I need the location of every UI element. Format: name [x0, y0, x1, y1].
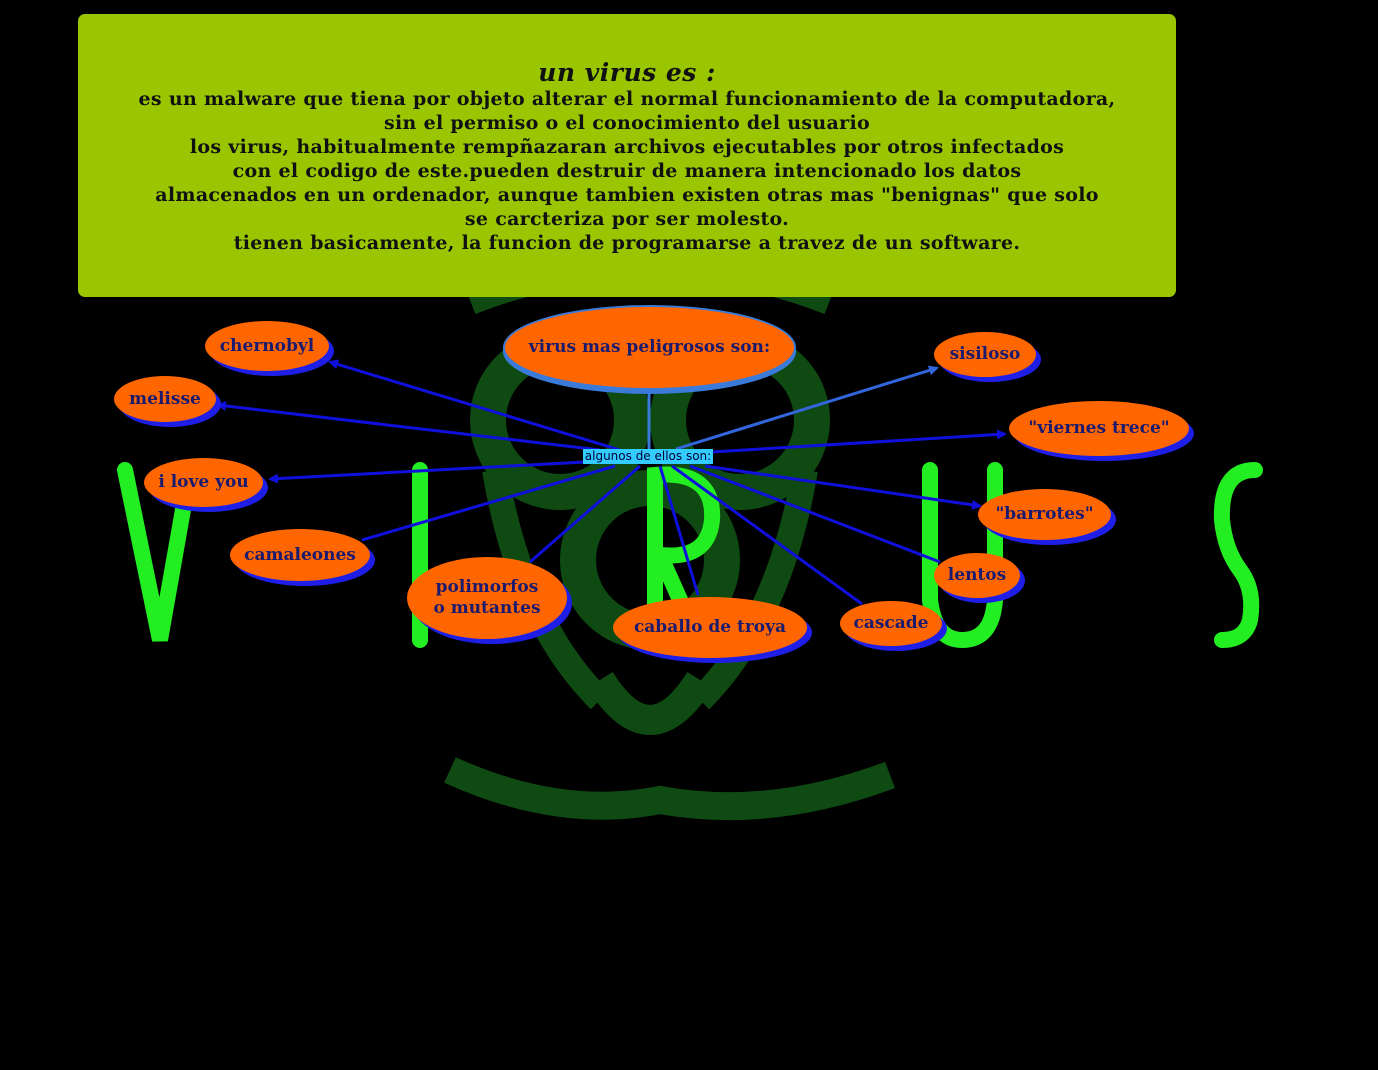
panel-line: tienen basicamente, la funcion de progra… — [233, 232, 1021, 254]
panel-line: los virus, habitualmente rempñazaran arc… — [189, 136, 1065, 158]
link-camaleones — [361, 464, 616, 542]
link-barrotes — [704, 464, 982, 510]
node-chernobyl: chernobyl — [205, 321, 329, 371]
link-chernobyl — [328, 359, 621, 452]
panel-line: almacenados en un ordenador, aunque tamb… — [155, 184, 1099, 206]
node-barrotes: "barrotes" — [978, 489, 1111, 540]
panel-line: se carcteriza por ser molesto. — [464, 208, 790, 230]
node-cascade: cascade — [840, 601, 942, 646]
definition-panel: un virus es : es un malware que tiena po… — [78, 14, 1176, 297]
virus-letters — [117, 462, 1263, 649]
node-viernes-trece: "viernes trece" — [1009, 401, 1189, 456]
node-caballo-de-troya: caballo de troya — [613, 597, 807, 658]
hub-label: algunos de ellos son: — [583, 449, 713, 464]
node-main: virus mas peligrosos son: — [503, 305, 796, 390]
link-i-love-you — [268, 460, 586, 484]
link-sisiloso — [675, 365, 939, 451]
node-i-love-you: i love you — [144, 458, 263, 507]
panel-title: un virus es : — [538, 58, 716, 87]
link-lentos — [689, 464, 941, 564]
node-lentos: lentos — [934, 553, 1020, 598]
node-melisse: melisse — [114, 376, 216, 422]
letter-r — [647, 466, 721, 648]
node-polimorfos: polimorfos o mutantes — [407, 557, 567, 639]
letter-s — [1213, 462, 1263, 648]
node-sisiloso: sisiloso — [934, 332, 1036, 377]
link-melisse — [216, 400, 601, 452]
panel-line: sin el permiso o el conocimiento del usu… — [384, 112, 870, 134]
panel-line: con el codigo de este.pueden destruir de… — [232, 160, 1022, 182]
link-caballo — [658, 465, 700, 596]
letter-v — [117, 462, 198, 642]
link-polimorfos — [529, 464, 641, 564]
panel-line: es un malware que tiena por objeto alter… — [138, 88, 1116, 110]
link-viernes-trece — [711, 429, 1007, 454]
link-cascade — [671, 464, 863, 606]
node-camaleones: camaleones — [230, 529, 370, 581]
